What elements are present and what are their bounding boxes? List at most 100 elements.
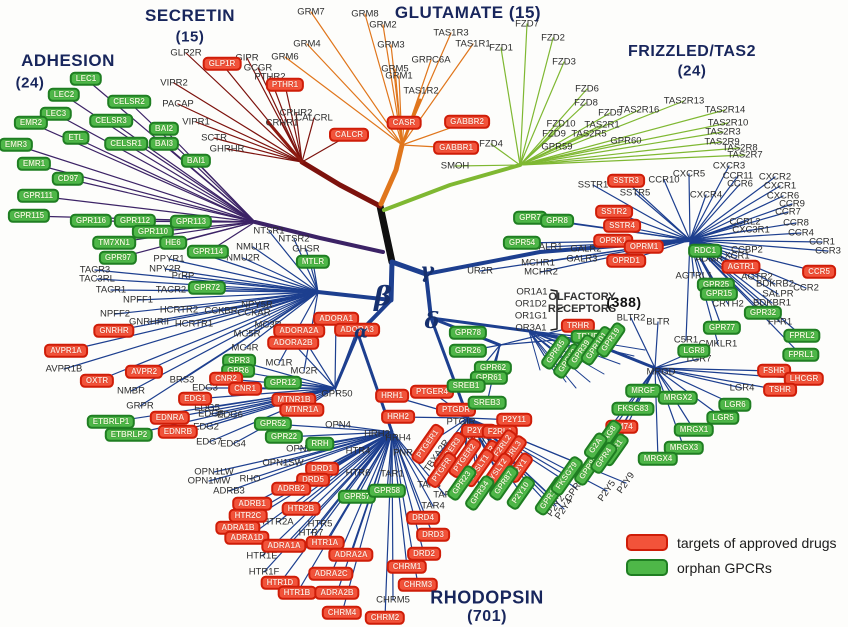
gene-label-gpr15: GPR15 <box>699 286 739 302</box>
gene-label-tas2r1: TAS2R1 <box>584 119 620 131</box>
legend-label-orphan-gpcrs: orphan GPCRs <box>677 559 772 576</box>
gene-label-pthr1: PTHR1 <box>265 77 305 93</box>
gene-label-gpr115: GPR115 <box>7 208 51 224</box>
gene-label-or1d2: OR1D2 <box>515 298 547 310</box>
gene-label-adra2c: ADRA2C <box>308 566 354 582</box>
red-box-swatch <box>626 534 668 551</box>
gene-label-gpr58: GPR58 <box>367 483 407 499</box>
gene-label-sreb1: SREB1 <box>446 378 486 394</box>
gene-label-oprm1: OPRM1 <box>623 239 665 255</box>
gene-label-gpr26: GPR26 <box>448 343 488 359</box>
gene-label-gpr113: GPR113 <box>169 214 213 230</box>
gene-label-cd97: CD97 <box>51 171 85 187</box>
gene-label-tar5: TAR5 <box>433 489 457 501</box>
gene-label-bdkbr1: BDKBR1 <box>752 297 792 309</box>
gene-label-sctr: SCTR <box>201 132 227 144</box>
gene-label-fpr1: FPR1 <box>767 316 793 328</box>
gene-label-edg7: EDG7 <box>196 436 222 448</box>
gene-label-htr5: HTR5 <box>307 518 333 530</box>
gene-label-gcgr: GCGR <box>243 62 273 74</box>
gene-label-tas2r8: TAS2R8 <box>722 142 758 154</box>
gene-label-glp2r: GLP2R <box>170 47 202 59</box>
gene-label-npy5r: NPY5R <box>241 299 273 311</box>
gene-label-mrgx4: MRGX4 <box>637 451 679 467</box>
gene-label-gpr12: GPR12 <box>263 375 303 391</box>
gene-label-pthr2: PTHR2 <box>254 72 285 83</box>
gene-label-rrh: RRH <box>305 436 335 452</box>
gene-label-adra1d: ADRA1D <box>224 530 270 546</box>
gene-label-lec1: LEC1 <box>69 71 103 87</box>
gene-label-drd3: DRD3 <box>416 527 450 543</box>
gene-label-crhr1: CRHR1 <box>265 117 299 129</box>
gene-label-gpr57: GPR57 <box>337 489 377 505</box>
gene-label-opn3: OPN3 <box>286 443 312 455</box>
gene-label-tas1r2: TAS1R2 <box>403 85 439 97</box>
gene-label-tas2r5: TAS2R5 <box>571 128 607 140</box>
gene-label-ccr8: CCR8 <box>783 217 809 229</box>
gene-label-or1g1: OR1G1 <box>514 310 548 322</box>
gene-label-hcrtr2: HCRTR2 <box>159 304 199 316</box>
gene-label-sstr1: SSTR1 <box>577 179 609 191</box>
gene-label-cckar: CCKAR <box>237 307 271 319</box>
gene-label-bltr: BLTR <box>646 316 670 328</box>
gene-label-bai2: BAI2 <box>148 121 180 137</box>
gene-label-nmu1r: NMU1R <box>236 241 270 253</box>
gene-label-edg5: EDG5 <box>194 402 220 414</box>
gene-label-ednra: EDNRA <box>149 410 191 426</box>
gene-label-he6: HE6 <box>159 235 187 251</box>
gene-label-adrb2: ADRB2 <box>271 481 311 497</box>
gene-label-or3a1: OR3A1 <box>515 322 547 334</box>
gene-label-avpr1a: AVPR1A <box>44 343 88 359</box>
gene-label-bdkrb2: BDKRB2 <box>755 278 795 290</box>
gene-label-salpr: SALPR <box>762 288 794 300</box>
gene-label-adra2a: ADRA2A <box>328 547 374 563</box>
gene-label-tas2r14: TAS2R14 <box>704 104 746 116</box>
gene-label-sstr4: SSTR4 <box>603 218 641 234</box>
gene-label-emr3: EMR3 <box>0 137 34 153</box>
gene-label-nmbr: NMBR <box>117 385 145 397</box>
gene-label-celsr2: CELSR2 <box>107 94 151 110</box>
gene-label-calcrl: CALCRL <box>295 112 333 124</box>
gene-label-ppyr1: PPYR1 <box>153 253 185 265</box>
gene-label-grpc6a: GRPC6A <box>411 54 451 66</box>
gene-label-grm6: GRM6 <box>271 51 299 63</box>
gene-label-cxcr2: CXCR2 <box>758 171 792 183</box>
gene-label-ccr9: CCR9 <box>779 198 805 210</box>
family-title-secretin: SECRETIN <box>145 6 235 25</box>
legend-row-approved-drugs: targets of approved drugs <box>626 534 837 551</box>
gene-label-cxc3r1: CXC3R1 <box>732 224 770 236</box>
family-title--388-: (388) <box>606 294 642 310</box>
gene-label-c5r1: C5R1 <box>673 334 699 346</box>
gene-label-ntsr2: NTSR2 <box>278 233 310 245</box>
gene-label-npff1: NPFF1 <box>122 294 154 306</box>
gene-label-opn1lw: OPN1LW <box>194 466 234 478</box>
gene-label-gpr111: GPR111 <box>17 188 59 204</box>
gene-label-prrp: PrRP <box>171 270 195 282</box>
gene-label-fzd8: FZD8 <box>574 97 598 109</box>
family-title--15-: (15) <box>175 28 205 46</box>
gene-label-lgr7: LGR7 <box>686 353 712 365</box>
gene-label-gpr78: GPR78 <box>448 325 488 341</box>
gene-label-edg3: EDG3 <box>192 382 218 394</box>
gene-label-chrm2: CHRM2 <box>364 610 406 626</box>
gene-label-bltr2: BLTR2 <box>616 312 646 324</box>
gene-label-htr7: HTR7 <box>298 527 324 539</box>
gene-label-gabbr1: GABBR1 <box>433 140 479 156</box>
gene-label-calcr: CALCR <box>329 127 369 143</box>
gene-label-sreb3: SREB3 <box>467 395 507 411</box>
gene-label-htr1b: HTR1B <box>277 585 317 601</box>
family-title-frizzled-tas2: FRIZZLED/TAS2 <box>628 43 756 60</box>
gene-label-tar4: TAR4 <box>421 500 445 512</box>
gene-label-gnrhrii: GNRHRII <box>128 316 170 328</box>
gene-label-htr6: HTR6 <box>345 467 371 479</box>
gene-label-fzd7: FZD7 <box>515 18 539 30</box>
gene-label-tar1: TAR1 <box>380 468 404 480</box>
gene-label-edg4: EDG4 <box>220 438 246 450</box>
gene-label-pnr: PNR <box>392 447 414 459</box>
gene-label-mrgf: MRGF <box>625 383 661 399</box>
gene-label-htr2c: HTR2C <box>228 508 268 524</box>
gene-label-chrm1: CHRM1 <box>386 559 428 575</box>
gene-label-gpr32: GPR32 <box>743 305 783 321</box>
gene-label-glp1r: GLP1R <box>202 56 242 72</box>
gene-label-tas2r9: TAS2R9 <box>704 136 740 148</box>
